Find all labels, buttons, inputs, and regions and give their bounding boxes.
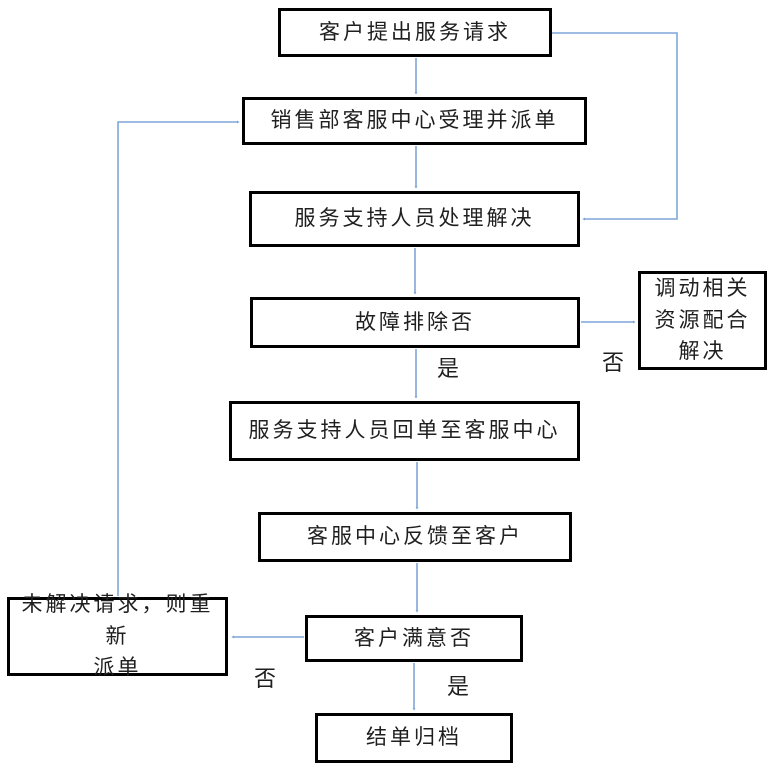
flow-node-redispatch: 未解决请求，则重新 派单 <box>7 593 228 679</box>
flow-node-return-order: 服务支持人员回单至客服中心 <box>229 401 580 461</box>
flow-node-label: 故障排除否 <box>355 310 475 334</box>
flow-node-label: 客户提出服务请求 <box>319 20 511 44</box>
flow-node-label: 服务支持人员处理解决 <box>294 207 535 231</box>
flow-node-request: 客户提出服务请求 <box>278 8 552 57</box>
flow-node-label: 调动相关 资源配合 解决 <box>654 277 751 364</box>
label-no-fault: 否 <box>602 350 624 375</box>
flow-node-label: 服务支持人员回单至客服中心 <box>248 419 561 443</box>
flow-node-archive: 结单归档 <box>315 713 513 763</box>
flow-node-label: 客户满意否 <box>354 626 474 650</box>
flow-node-label: 客服中心反馈至客户 <box>307 525 523 549</box>
flow-node-fault-check: 故障排除否 <box>250 297 580 348</box>
flow-node-resource: 调动相关 资源配合 解决 <box>638 271 767 370</box>
flow-node-label: 销售部客服中心受理并派单 <box>270 109 559 133</box>
flow-node-dispatch: 销售部客服中心受理并派单 <box>242 97 587 145</box>
label-no-satisfied: 否 <box>254 666 276 691</box>
flow-edge-request-to-handle-loop <box>552 32 678 219</box>
flow-node-satisfied: 客户满意否 <box>305 615 523 662</box>
flow-node-label: 结单归档 <box>366 726 462 750</box>
label-yes-satisfied: 是 <box>447 674 469 699</box>
label-yes-fault: 是 <box>437 356 459 381</box>
flow-node-handle: 服务支持人员处理解决 <box>249 191 580 247</box>
flow-node-feedback: 客服中心反馈至客户 <box>258 512 572 562</box>
flow-edge-redispatch-to-dispatch <box>117 122 238 596</box>
flow-node-label: 未解决请求，则重新 派单 <box>21 593 214 680</box>
